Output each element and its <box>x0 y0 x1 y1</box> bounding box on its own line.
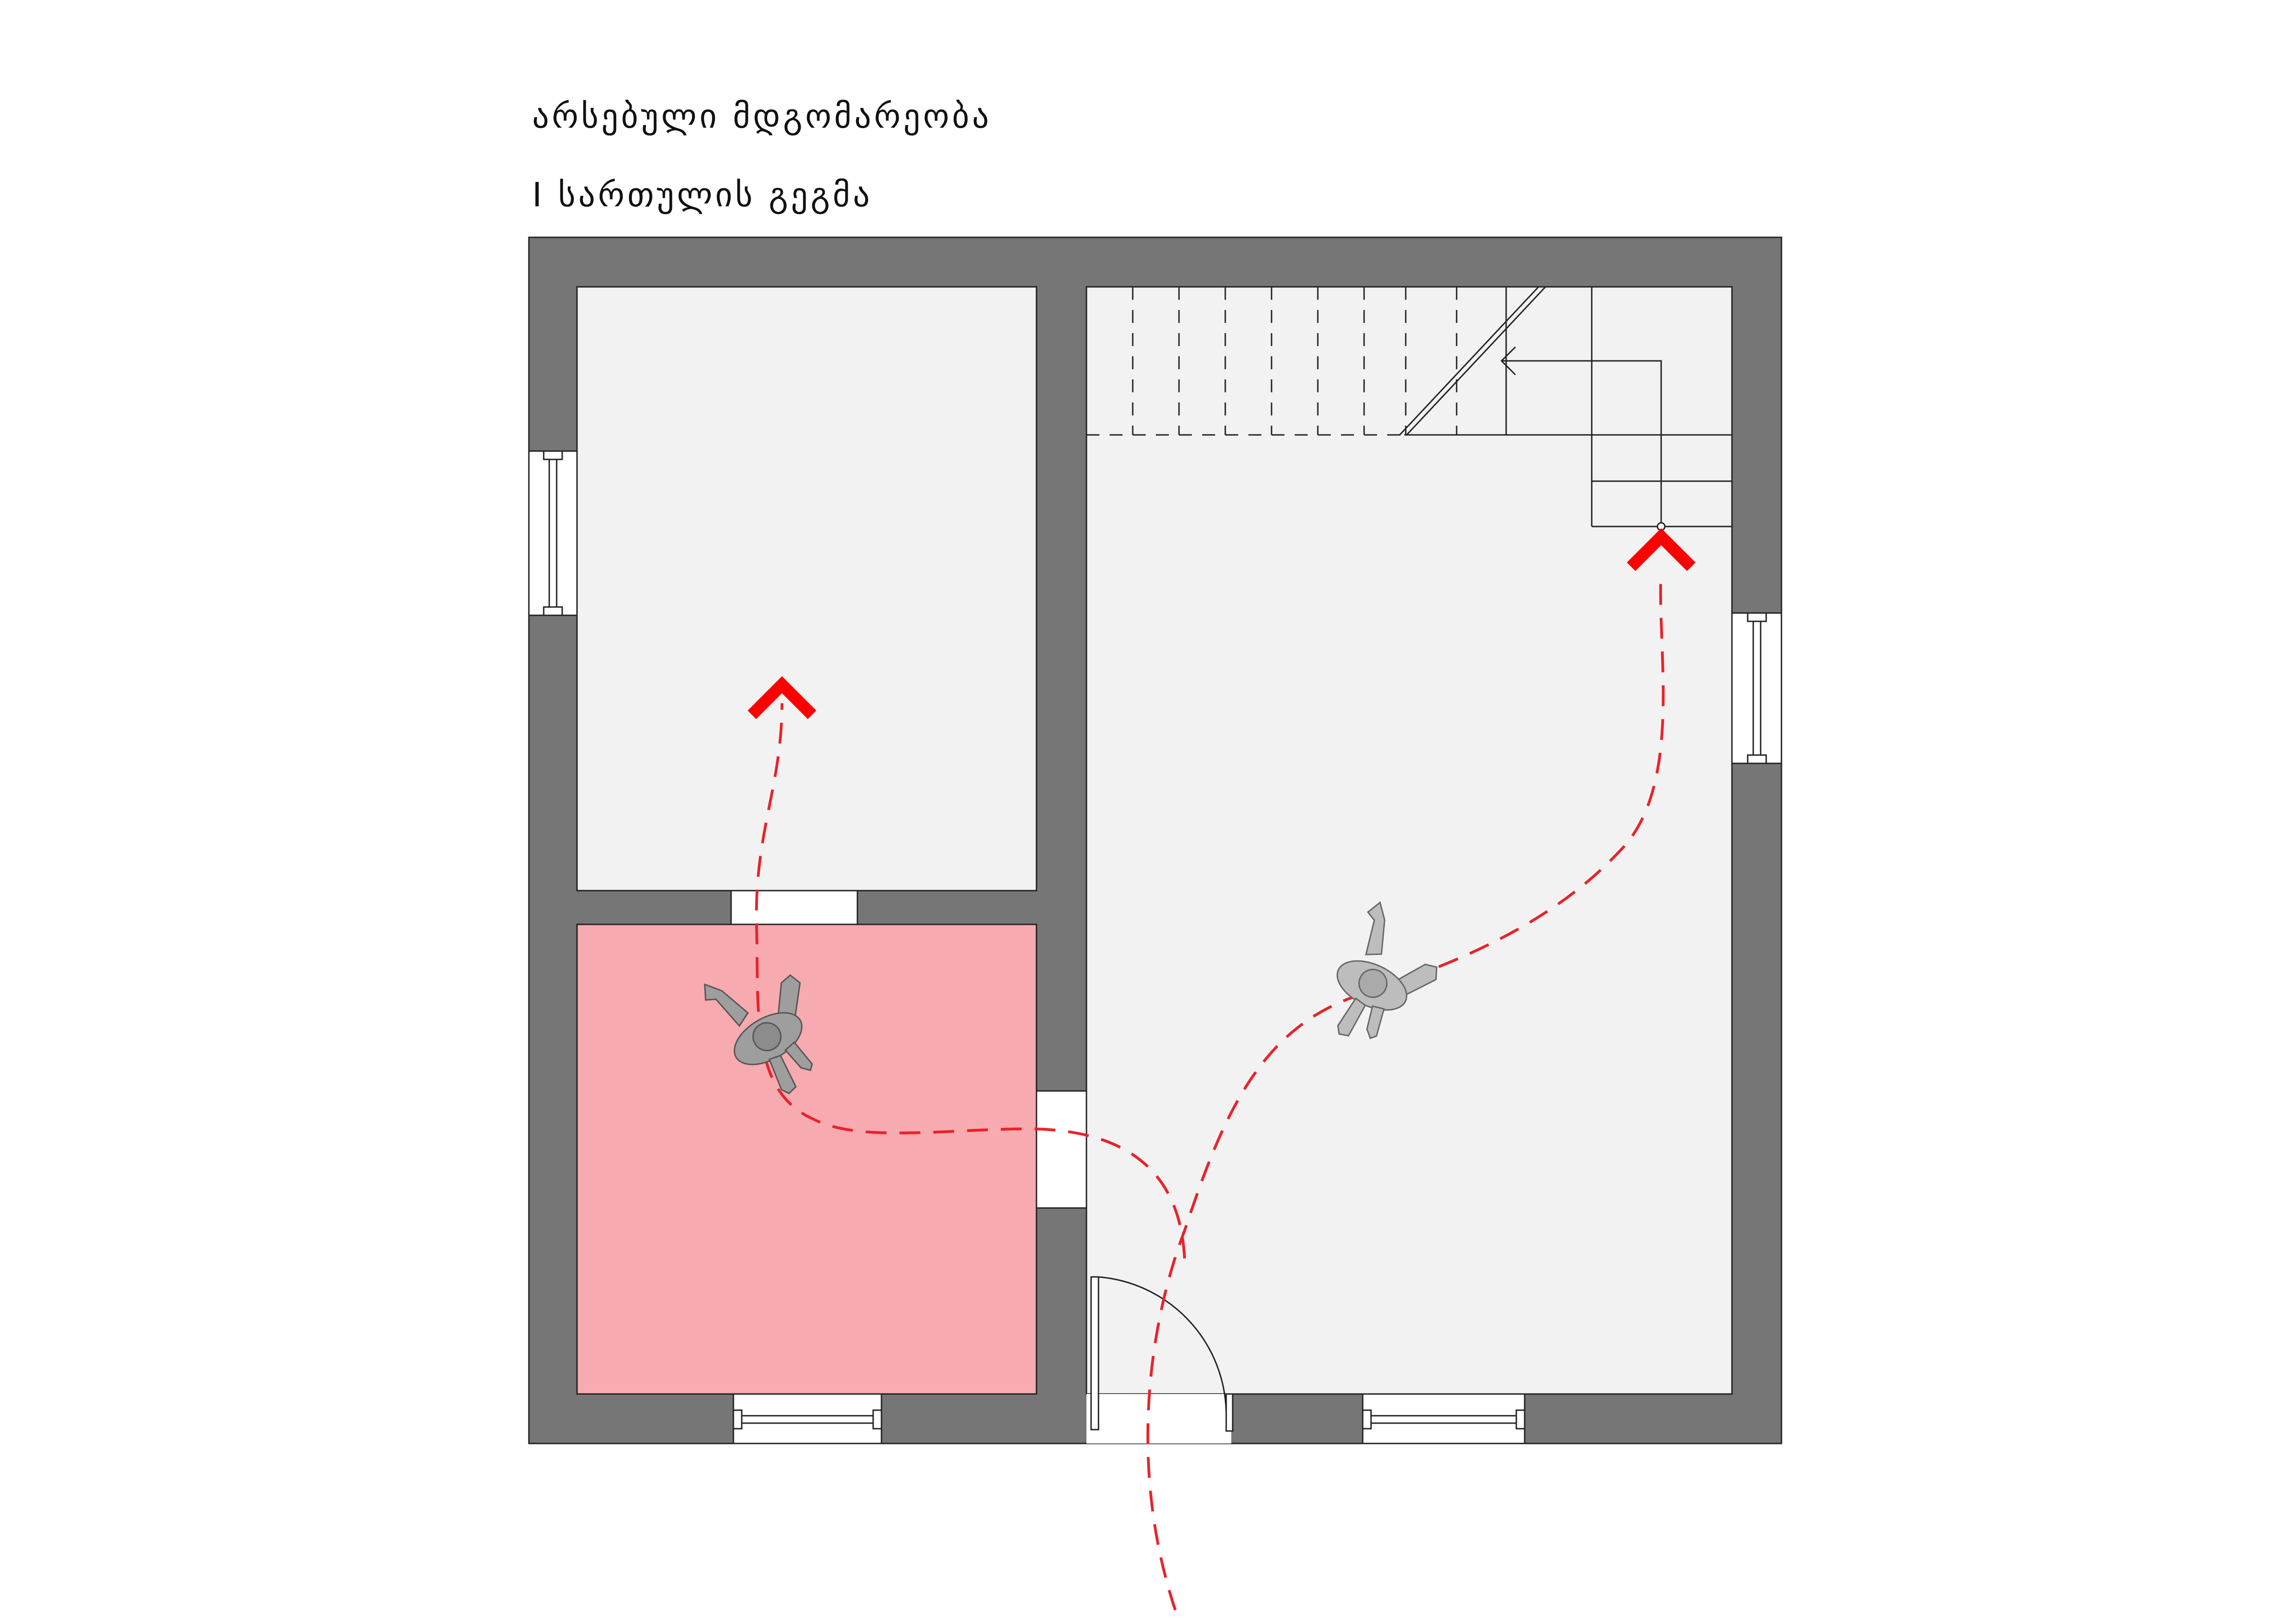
doorway-to-hall <box>1036 1090 1087 1209</box>
room-bottom-left-highlighted <box>576 923 1037 1395</box>
path-entrance-to-back-room <box>755 703 1186 1259</box>
person-top-view-icon <box>704 974 813 1095</box>
doorway-between-left-rooms <box>730 890 858 925</box>
path-entrance-to-stairs <box>1146 571 1665 1611</box>
person-top-view-icon <box>1336 901 1438 1040</box>
window-bottom-right <box>1362 1393 1526 1444</box>
entrance-opening <box>1086 1394 1231 1443</box>
staircase <box>1086 286 1732 527</box>
window-bottom-left <box>732 1393 882 1444</box>
chevron-up-icon <box>747 676 817 719</box>
arrow-left-icon <box>1500 346 1516 376</box>
window-left-wall <box>528 450 578 616</box>
stair-direction-line <box>1502 360 1666 531</box>
entrance-door-leaf <box>1090 1276 1099 1431</box>
plan-title: არსებული მდგომარეობა <box>532 97 992 136</box>
circulation-paths <box>755 571 1665 1611</box>
plan-subtitle: I სართულის გეგმა <box>532 175 873 214</box>
entrance-door-jamb <box>1225 1393 1234 1432</box>
entrance-door-swing <box>1098 1276 1227 1416</box>
window-right-wall <box>1731 612 1782 764</box>
room-top-left <box>576 286 1037 892</box>
chevron-up-icon <box>1626 528 1696 571</box>
room-right-hall <box>1086 286 1733 1395</box>
